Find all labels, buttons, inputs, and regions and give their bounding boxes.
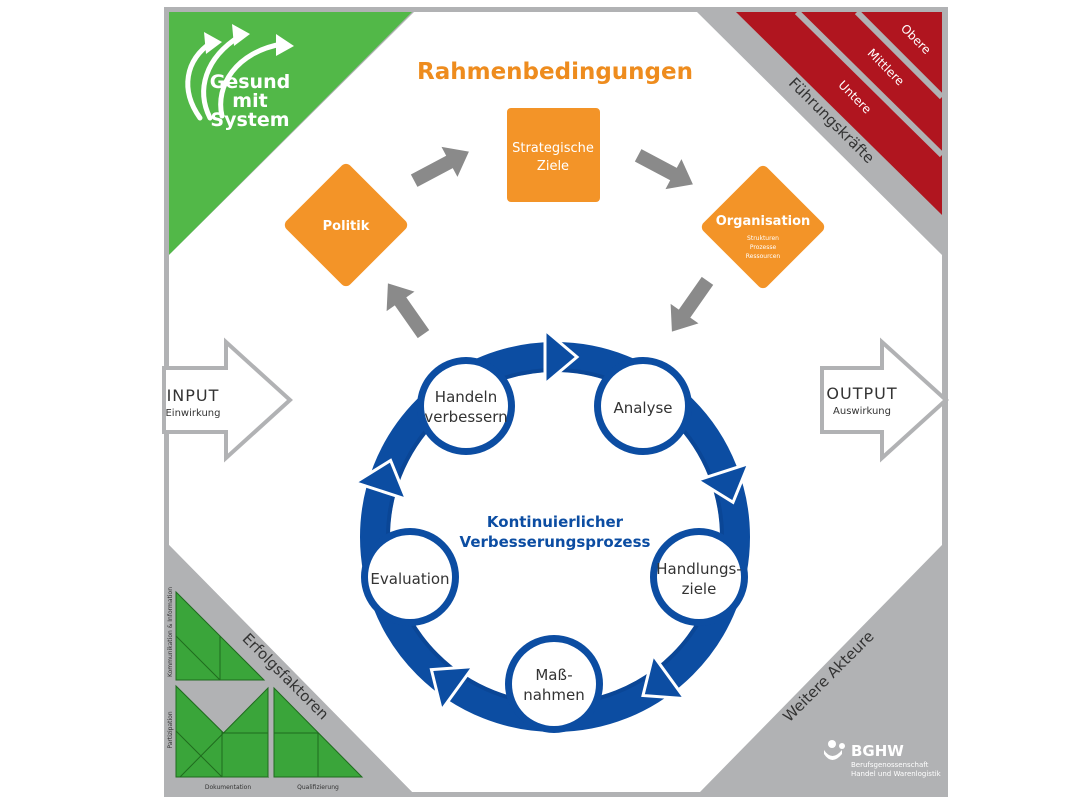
success-factor-documentation: Dokumentation — [205, 784, 251, 791]
organisation-sub-3: Ressourcen — [746, 253, 781, 260]
cycle-arrowhead — [543, 326, 580, 388]
leaders-stripe — [854, 9, 945, 100]
bghw-line-1: Berufsgenossenschaft — [851, 761, 929, 769]
cycle-step-handeln-verbessern: Handeln verbessern — [417, 357, 515, 455]
bghw-line-2: Handel und Warenlogistik — [851, 770, 942, 778]
cycle-step-label: Handlungs- — [656, 560, 741, 578]
success-factor-participation: Partizipation — [167, 711, 174, 749]
cycle-step-label: Analyse — [613, 399, 672, 417]
strategic-goals-node — [507, 108, 600, 202]
cycle-step-handlungsziele: Handlungs- ziele — [650, 528, 748, 626]
organisation-sub-2: Prozesse — [750, 244, 777, 251]
organisation-sub-1: Strukturen — [747, 235, 779, 242]
success-factor-qualification: Qualifizierung — [297, 784, 339, 791]
triangle-grid — [175, 730, 223, 778]
input-title: INPUT — [167, 386, 220, 405]
cycle-step-label: Maß- — [535, 666, 572, 684]
triangle-grid — [175, 635, 221, 681]
three-arrows-icon — [185, 24, 294, 121]
flow-arrow — [634, 149, 693, 190]
logo-line-1: Gesund — [210, 71, 290, 93]
bghw-logo-icon — [824, 740, 845, 760]
flow-arrow — [410, 146, 469, 187]
leaders-stripe — [794, 9, 945, 158]
output-arrow — [820, 337, 949, 463]
leaders-red-corner — [736, 12, 942, 215]
cycle-center-line-2: Verbesserungsprozess — [460, 533, 651, 551]
organisation-node — [701, 165, 825, 289]
flow-arrow — [670, 276, 714, 332]
organisation-label: Organisation — [716, 214, 811, 229]
cycle-step-label-2: verbessern — [424, 408, 507, 426]
cycle-step-inner — [601, 364, 685, 448]
cycle-arrowhead — [351, 458, 409, 502]
cycle-center-line-1: Kontinuierlicher — [487, 513, 624, 531]
cycle-step-inner — [512, 642, 596, 726]
cycle-step-evaluation: Evaluation — [361, 528, 459, 626]
input-subtitle: Einwirkung — [165, 408, 220, 419]
cycle-step-label: Evaluation — [370, 570, 449, 588]
politik-node — [284, 163, 408, 287]
cycle-arrowhead — [429, 664, 477, 714]
strategic-goals-line-1: Strategische — [512, 141, 594, 156]
page-title: Rahmenbedingungen — [417, 59, 693, 85]
strategic-goals-line-2: Ziele — [537, 159, 569, 174]
cycle-step-inner — [368, 535, 452, 619]
success-factor-communication: Kommunikation & Information — [167, 587, 174, 677]
success-factor-triangles — [175, 590, 364, 778]
flow-arrow — [386, 283, 430, 339]
output-subtitle: Auswirkung — [833, 406, 891, 417]
logo-line-3: System — [210, 109, 289, 131]
cycle-step-label-2: nahmen — [523, 686, 585, 704]
cycle-step-inner — [657, 535, 741, 619]
politik-label: Politik — [323, 219, 370, 234]
cycle-arrowhead — [641, 651, 688, 701]
input-arrow — [162, 337, 293, 463]
bghw-name: BGHW — [851, 742, 904, 760]
cycle-step-inner — [424, 364, 508, 448]
cycle-step-label-2: ziele — [682, 580, 717, 598]
cycle-step-analyse: Analyse — [594, 357, 692, 455]
output-title: OUTPUT — [826, 384, 897, 403]
cycle-step-label: Handeln — [435, 388, 497, 406]
flow-arrows — [386, 146, 714, 339]
cycle-arrowhead — [693, 461, 752, 505]
logo-line-2: mit — [232, 90, 267, 112]
cycle-step-massnahmen: Maß- nahmen — [505, 635, 603, 733]
